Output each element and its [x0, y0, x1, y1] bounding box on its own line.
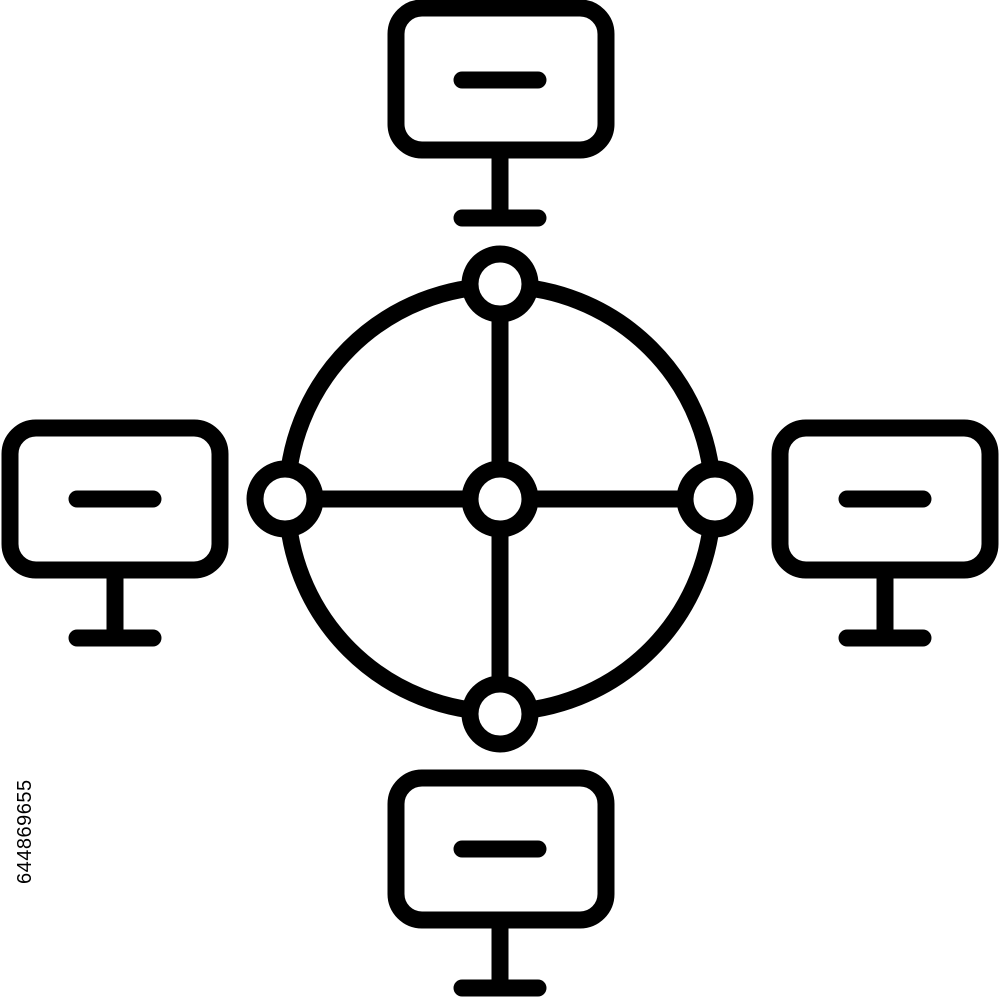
node-left [246, 460, 324, 538]
monitor-right-icon [771, 419, 999, 647]
network-globe-icon [246, 245, 754, 753]
monitor-top-icon [387, 0, 615, 227]
node-top [461, 245, 539, 323]
node-bottom [461, 675, 539, 753]
node-right [676, 460, 754, 538]
stock-id-label: 644869655 [14, 779, 36, 884]
monitor-left-icon [1, 419, 229, 647]
monitor-bottom-icon [387, 769, 615, 997]
node-center [461, 460, 539, 538]
